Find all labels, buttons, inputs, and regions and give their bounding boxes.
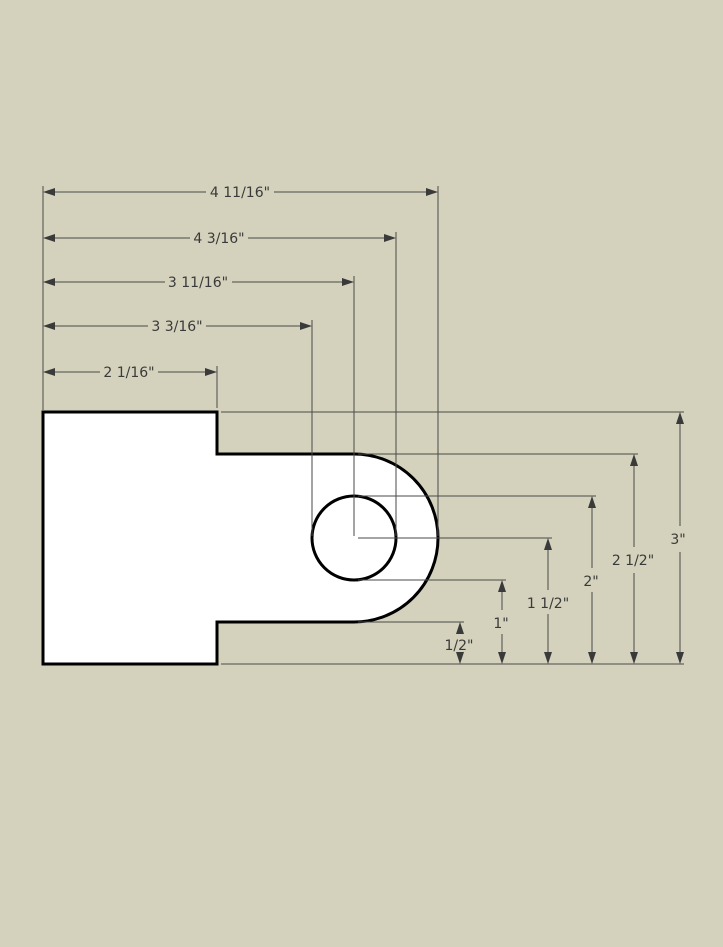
dimension-1-1-2: 1 1/2": [527, 538, 569, 664]
dimension-1: 1": [493, 580, 509, 664]
dimension-2-1-2: 2 1/2": [612, 454, 654, 664]
dimension-label: 2 1/2": [612, 553, 654, 569]
dimension-1-2: 1/2": [445, 622, 474, 664]
dimension-label: 4 11/16": [210, 185, 270, 201]
dimension-label: 2": [583, 574, 598, 590]
part-outline: [41, 410, 440, 666]
dimension-label: 1": [493, 616, 508, 632]
dimension-label: 2 1/16": [103, 365, 154, 381]
dimension-3-3-16: 3 3/16": [43, 319, 312, 335]
dimension-2: 2": [583, 496, 599, 664]
dimension-label: 4 3/16": [193, 231, 244, 247]
dimension-4-11-16: 4 11/16": [43, 185, 438, 201]
dimension-2-1-16: 2 1/16": [43, 365, 217, 381]
dimension-label: 1 1/2": [527, 596, 569, 612]
dimension-label: 3 3/16": [151, 319, 202, 335]
dimension-label: 3 11/16": [168, 275, 228, 291]
dimension-label: 1/2": [445, 638, 474, 654]
dimension-3: 3": [670, 412, 686, 664]
dimension-4-3-16: 4 3/16": [43, 231, 396, 247]
dimension-3-11-16: 3 11/16": [43, 275, 354, 291]
dimension-label: 3": [670, 532, 685, 548]
